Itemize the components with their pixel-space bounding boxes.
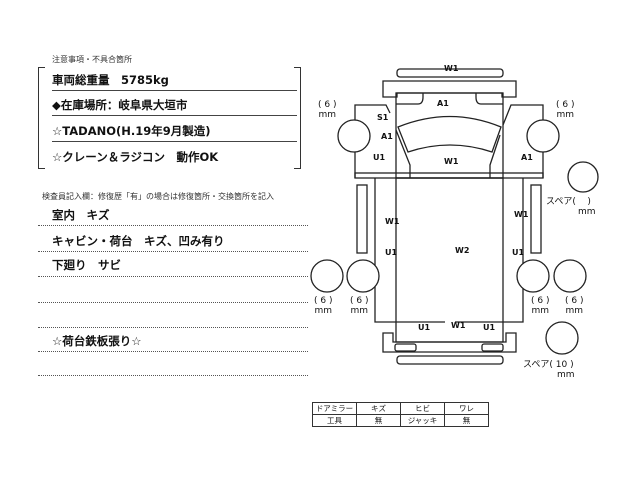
table-cell: 無 [356, 414, 401, 427]
windshield [397, 115, 502, 153]
unit: mm [578, 207, 596, 217]
bracket-left [38, 67, 45, 169]
table-cell: 無 [444, 414, 489, 427]
label: U1 [512, 248, 524, 257]
spare-front-label: スペア( )mm [546, 197, 596, 217]
tire-rear-right-outer [553, 259, 587, 293]
label: S1 [377, 113, 389, 122]
table-cell: ジャッキ [400, 414, 445, 427]
dotted-rule [38, 251, 308, 252]
unit: mm [565, 306, 584, 316]
bed [395, 177, 504, 343]
label: W1 [514, 210, 529, 219]
value: 10 [555, 360, 568, 370]
label: A1 [437, 99, 449, 108]
tire-size-rear-left-outer: ( 6 )mm [314, 296, 333, 316]
front-bumper-bar [396, 68, 504, 78]
tire-rear-left-inner [346, 259, 380, 293]
dotted-rule [38, 327, 308, 328]
label: U1 [418, 323, 430, 332]
note-line: ☆TADANO(H.19年9月製造) [52, 124, 211, 138]
unit: mm [314, 306, 333, 316]
inspector-line: 室内 キズ [52, 208, 110, 222]
tire-front-left [337, 119, 371, 153]
unit: mm [556, 110, 575, 120]
tire-front-right [526, 119, 560, 153]
label: U1 [483, 323, 495, 332]
label: W1 [444, 157, 459, 166]
tire-size-front-left: ( 6 )mm [318, 100, 337, 120]
note-line: ☆クレーン＆ラジコン 動作OK [52, 150, 219, 164]
chassis-frame [374, 178, 524, 323]
bracket-right [294, 67, 301, 169]
rule [52, 115, 297, 116]
spare-tire-front [567, 161, 599, 193]
tire-size-rear-left-inner: ( 6 )mm [350, 296, 369, 316]
rear-bumper-bar [396, 355, 504, 365]
spare-rear-label: スペア( 10 )mm [523, 360, 575, 380]
table-cell: ドアミラー [312, 402, 357, 415]
cab-corners [396, 93, 503, 105]
unit: mm [318, 110, 337, 120]
unit: mm [557, 370, 575, 380]
unit: mm [350, 306, 369, 316]
dotted-rule [38, 225, 308, 226]
rear-bumper [382, 332, 517, 353]
tire-rear-left-outer [310, 259, 344, 293]
table-cell: ワレ [444, 402, 489, 415]
table-row: ドアミラー キズ ヒビ ワレ [312, 402, 489, 415]
spare-tire-rear [545, 321, 579, 355]
rear-light-right [481, 343, 504, 352]
tire-size-front-right: ( 6 )mm [556, 100, 575, 120]
inspector-line: ☆荷台鉄板張り☆ [52, 334, 142, 348]
value: 6 [324, 100, 331, 110]
label: U1 [385, 248, 397, 257]
label: W1 [451, 321, 466, 330]
table-cell: キズ [356, 402, 401, 415]
label: A1 [521, 153, 533, 162]
dotted-rule [38, 302, 308, 303]
tire-size-rear-right-inner: ( 6 )mm [531, 296, 550, 316]
value: 6 [571, 296, 578, 306]
side-bar-right [530, 184, 542, 254]
value: 6 [562, 100, 569, 110]
dotted-rule [38, 351, 308, 352]
label: W1 [385, 217, 400, 226]
dotted-rule [38, 375, 308, 376]
front-bumper [382, 80, 517, 98]
tire-rear-right-inner [516, 259, 550, 293]
value: 6 [320, 296, 327, 306]
value: 6 [537, 296, 544, 306]
label: スペア [546, 197, 573, 207]
note-line: ◆在庫場所：岐阜県大垣市 [52, 98, 188, 112]
table-cell: 工具 [312, 414, 357, 427]
dotted-rule [38, 276, 308, 277]
table-row: 工具 無 ジャッキ 無 [312, 414, 489, 427]
equipment-table: ドアミラー キズ ヒビ ワレ 工具 無 ジャッキ 無 [312, 402, 489, 427]
rule [52, 141, 297, 142]
value: 6 [356, 296, 363, 306]
label: A1 [381, 132, 393, 141]
note-line: 車両総重量 5785kg [52, 73, 169, 87]
rule [52, 90, 297, 91]
unit: mm [531, 306, 550, 316]
notes-heading: 注意事項・不具合箇所 [52, 55, 132, 64]
label: W1 [444, 64, 459, 73]
cab-rear-bar [354, 172, 544, 179]
rear-light-left [394, 343, 417, 352]
inspector-line: 下廻り サビ [52, 258, 121, 272]
label: スペア [523, 360, 550, 370]
inspector-line: キャビン・荷台 キズ、凹み有り [52, 234, 225, 248]
label: U1 [373, 153, 385, 162]
tire-size-rear-right-outer: ( 6 )mm [565, 296, 584, 316]
side-bar-left [356, 184, 368, 254]
table-cell: ヒビ [400, 402, 445, 415]
label: W2 [455, 246, 469, 255]
inspector-heading: 検査員記入欄：修復歴「有」の場合は修復箇所・交換箇所を記入 [42, 192, 274, 201]
